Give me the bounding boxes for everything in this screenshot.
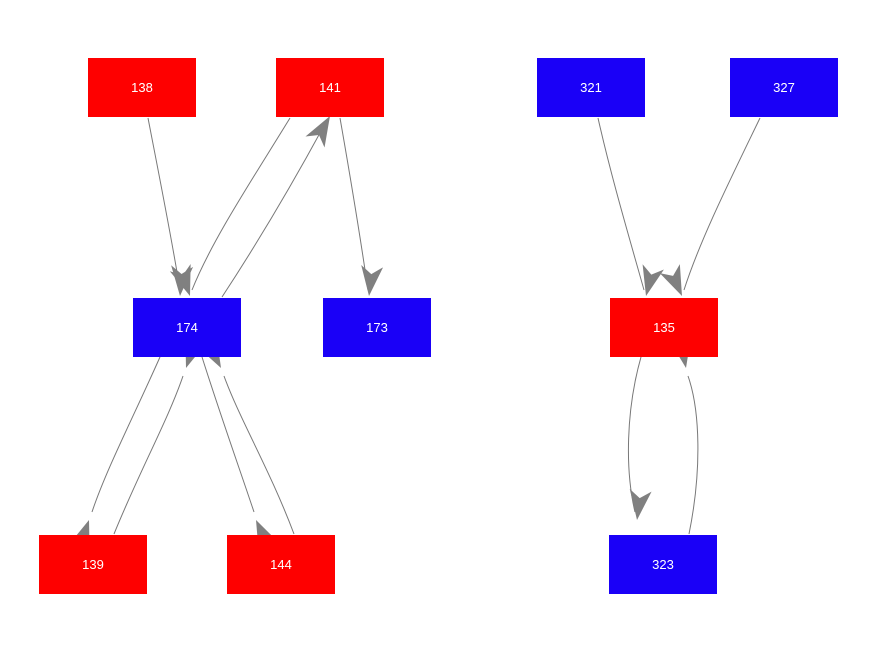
node-box[interactable] (537, 58, 645, 117)
edge-line (191, 117, 291, 291)
node-box[interactable] (730, 58, 838, 117)
node-label: 144 (270, 557, 292, 572)
edge-line (339, 117, 369, 291)
node-box[interactable] (227, 535, 335, 594)
nodes-layer: 138 141 321 327 174 173 135 139 144 323 (39, 58, 838, 594)
node-label: 174 (176, 320, 198, 335)
edge-arrowhead (629, 488, 652, 520)
graph-node-144[interactable]: 144 (227, 535, 335, 594)
node-label: 141 (319, 80, 341, 95)
edge-174-to-144 (201, 356, 279, 552)
node-label: 321 (580, 80, 602, 95)
edge-321-to-135 (597, 117, 664, 296)
node-box[interactable] (323, 298, 431, 357)
edge-arrowhead (642, 264, 664, 296)
edge-line (221, 121, 327, 298)
node-label: 139 (82, 557, 104, 572)
edge-line (683, 117, 761, 291)
graph-node-323[interactable]: 323 (609, 535, 717, 594)
edge-line (627, 356, 642, 513)
node-box[interactable] (39, 535, 147, 594)
graph-node-173[interactable]: 173 (323, 298, 431, 357)
graph-node-138[interactable]: 138 (88, 58, 196, 117)
edge-139-to-174 (113, 336, 207, 535)
node-box[interactable] (609, 535, 717, 594)
edge-138-to-174 (147, 117, 194, 296)
edge-174-to-141 (221, 116, 330, 298)
node-box[interactable] (610, 298, 718, 357)
node-label: 173 (366, 320, 388, 335)
node-label: 323 (652, 557, 674, 572)
graph-node-327[interactable]: 327 (730, 58, 838, 117)
node-label: 138 (131, 80, 153, 95)
graph-node-174[interactable]: 174 (133, 298, 241, 357)
node-label: 135 (653, 320, 675, 335)
edge-arrowhead (659, 264, 682, 296)
edge-line (147, 117, 181, 291)
edge-323-to-135 (669, 336, 699, 535)
edge-line (687, 375, 699, 535)
edge-141-to-173 (339, 117, 384, 296)
edge-line (597, 117, 645, 291)
graph-node-139[interactable]: 139 (39, 535, 147, 594)
edge-arrowhead (361, 265, 384, 296)
edge-line (113, 375, 184, 535)
node-box[interactable] (133, 298, 241, 357)
edge-line (223, 375, 295, 535)
graph-node-321[interactable]: 321 (537, 58, 645, 117)
node-box[interactable] (276, 58, 384, 117)
graph-node-135[interactable]: 135 (610, 298, 718, 357)
edge-arrowhead (305, 116, 330, 148)
edge-135-to-323 (627, 356, 652, 520)
edge-line (91, 356, 161, 513)
node-box[interactable] (88, 58, 196, 117)
edge-line (201, 356, 255, 513)
edge-arrowhead (169, 264, 191, 296)
edge-174-to-139 (68, 356, 161, 552)
edge-144-to-174 (197, 336, 295, 535)
graph-node-141[interactable]: 141 (276, 58, 384, 117)
node-label: 327 (773, 80, 795, 95)
edge-141-to-174 (169, 117, 291, 296)
edge-327-to-135 (659, 117, 761, 296)
